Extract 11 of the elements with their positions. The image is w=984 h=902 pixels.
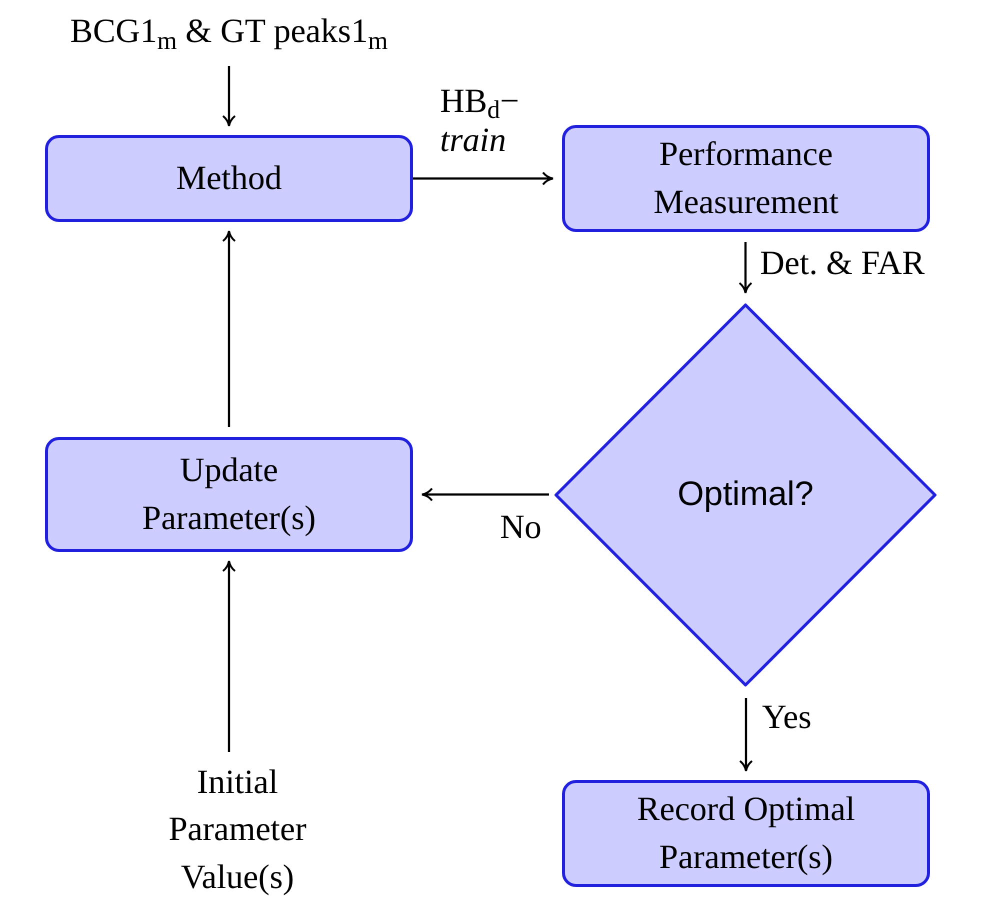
node-text: Method (176, 158, 282, 199)
node-text: BCG1$_{m}$ & GT peaks1$_{m}$ (70, 12, 388, 56)
node-text: Initial Parameter Value(s) (168, 762, 308, 898)
node-text: Optimal? (677, 474, 814, 516)
node-text: Update Parameter(s) (141, 450, 317, 538)
node-text: Record Optimal Parameter(s) (636, 790, 856, 878)
process-box (562, 125, 930, 232)
process-box (562, 780, 930, 887)
process-box (45, 135, 413, 222)
process-box (45, 437, 413, 552)
node-text: Performance Measurement (652, 134, 840, 222)
